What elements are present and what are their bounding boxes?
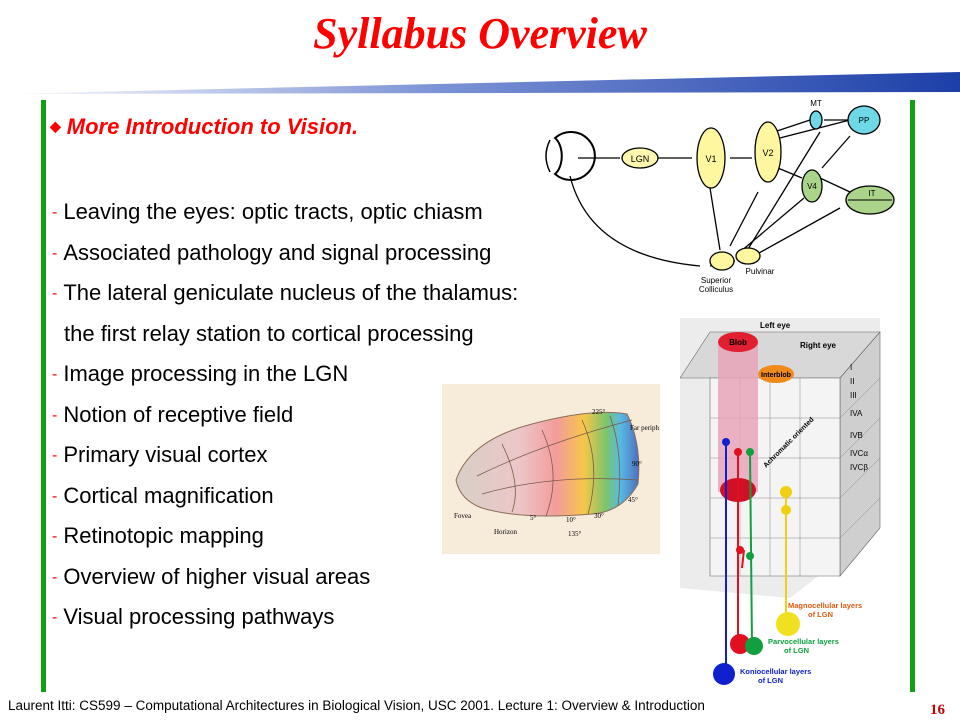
list-item: -Visual processing pathways [52,599,518,640]
list-item: -Image processing in the LGN [52,356,518,397]
page-number: 16 [930,702,945,718]
horizon-label: Horizon [494,528,517,536]
item-text: Overview of higher visual areas [63,563,371,589]
interblob-label: Interblob [761,372,791,379]
colliculus-label: Colliculus [699,285,733,294]
dash-bullet: - [52,406,58,424]
list-item: -Primary visual cortex [52,437,518,478]
item-text: Leaving the eyes: optic tracts, optic ch… [63,199,483,224]
far-periph-label: Far periph [630,424,659,432]
koniocellular-lgn-label: of LGN [758,676,783,685]
dash-bullet: - [52,244,58,262]
item-text: the first relay station to cortical proc… [64,320,474,346]
10-deg-label: 10° [566,516,576,524]
superior-label: Superior [701,276,732,285]
magnocellular-lgn-label: of LGN [808,610,833,619]
topic-list: -Leaving the eyes: optic tracts, optic c… [52,194,518,640]
layer-4a-label: IVA [850,409,863,418]
it-label: IT [868,189,875,198]
left-eye-label: Left eye [760,321,791,330]
list-item: -The lateral geniculate nucleus of the t… [52,275,518,316]
slide-footer: Laurent Itti: CS599 – Computational Arch… [8,698,705,713]
list-item: -Associated pathology and signal process… [52,235,518,276]
layer-4b-label: IVB [850,431,863,440]
v4-label: V4 [807,182,817,191]
225-deg-label: 225° [592,408,606,416]
parvocellular-label: Parvocellular layers [768,637,839,646]
retinotopic-map-figure: 225° Far periph 90° 45° 30° 10° 5° 135° … [442,384,660,554]
blob-label: Blob [729,338,747,347]
pp-label: PP [859,116,870,125]
heading-text: More Introduction to Vision. [66,114,359,139]
dash-bullet: - [52,366,58,383]
visual-pathway-diagram: LGN V1 V2 V4 MT PP IT Superior Colliculu… [520,96,908,302]
section-heading: ◆ More Introduction to Vision. [50,114,358,140]
list-item: -Cortical magnification [52,478,518,519]
cortical-column-diagram: Blob Interblob Left eye Right eye Achrom… [680,318,906,690]
title-underline [0,72,960,94]
item-text: Notion of receptive field [63,401,294,427]
item-text: The lateral geniculate nucleus of the th… [63,280,519,305]
v2-label: V2 [762,148,773,158]
list-item: -Retinotopic mapping [52,518,518,559]
slide-title: Syllabus Overview [313,9,647,58]
fovea-label: Fovea [454,512,472,520]
dash-bullet: - [52,568,58,586]
135-deg-label: 135° [568,530,582,538]
list-item: -Leaving the eyes: optic tracts, optic c… [52,194,518,235]
90-deg-label: 90° [632,460,642,468]
item-text: Image processing in the LGN [63,361,349,386]
list-item: -Overview of higher visual areas [52,559,518,600]
right-divider-line [910,100,915,692]
parvocellular-lgn-label: of LGN [784,646,809,655]
magnocellular-label: Magnocellular layers [788,601,862,610]
dash-bullet: - [52,487,58,505]
mt-label: MT [810,99,822,108]
dash-bullet: - [52,204,58,221]
dash-bullet: - [52,285,58,302]
layer-2-label: II [850,377,854,386]
item-text: Cortical magnification [63,482,274,508]
koniocellular-label: Koniocellular layers [740,667,811,676]
diamond-bullet-icon: ◆ [50,118,61,134]
list-item-continuation: the first relay station to cortical proc… [52,316,518,357]
item-text: Associated pathology and signal processi… [63,239,492,265]
dash-bullet: - [52,609,58,626]
item-text: Primary visual cortex [63,442,268,467]
layer-4cb-label: IVCβ [850,463,868,472]
layer-1-label: I [850,363,852,372]
layer-4ca-label: IVCα [850,449,868,458]
lgn-label: LGN [631,154,650,164]
pulvinar-label: Pulvinar [746,267,775,276]
left-divider-line [41,100,46,692]
eye-icon [553,131,596,181]
item-text: Visual processing pathways [63,604,335,629]
dash-bullet: - [52,528,58,545]
right-eye-label: Right eye [800,341,837,350]
v1-label: V1 [705,154,716,164]
30-deg-label: 30° [594,512,604,520]
45-deg-label: 45° [628,496,638,504]
dash-bullet: - [52,447,58,464]
list-item: -Notion of receptive field [52,397,518,438]
item-text: Retinotopic mapping [63,523,264,548]
5-deg-label: 5° [530,514,537,522]
layer-3-label: III [850,391,857,400]
